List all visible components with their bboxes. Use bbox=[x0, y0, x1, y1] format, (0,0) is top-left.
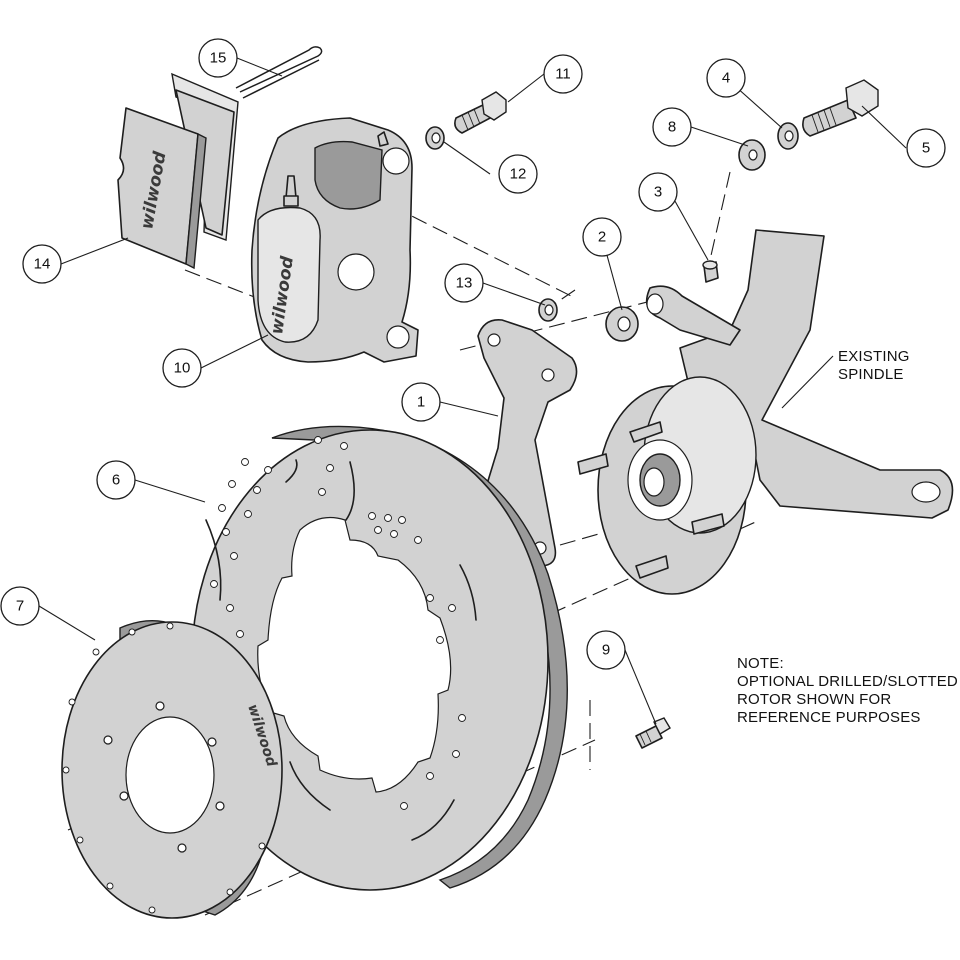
cotter-pin bbox=[235, 46, 323, 99]
rotor-hat: wilwood bbox=[61, 620, 283, 919]
spacer-2 bbox=[605, 306, 639, 342]
rotor-note: NOTE: OPTIONAL DRILLED/SLOTTED ROTOR SHO… bbox=[737, 655, 958, 727]
svg-text:9: 9 bbox=[602, 642, 610, 659]
callout-7: 7 bbox=[0, 586, 40, 626]
existing-spindle-label: EXISTING SPINDLE bbox=[838, 348, 910, 384]
svg-text:13: 13 bbox=[456, 275, 473, 292]
callout-14: 14 bbox=[22, 244, 62, 284]
svg-text:2: 2 bbox=[598, 229, 606, 246]
svg-text:8: 8 bbox=[668, 119, 676, 136]
callout-10: 10 bbox=[162, 348, 202, 388]
svg-text:10: 10 bbox=[174, 360, 191, 377]
callout-1: 1 bbox=[401, 382, 441, 422]
note-line-2: OPTIONAL DRILLED/SLOTTED bbox=[737, 673, 958, 690]
brake-pad-front: wilwood bbox=[117, 107, 207, 270]
callout-5: 5 bbox=[906, 128, 946, 168]
svg-text:4: 4 bbox=[722, 70, 730, 87]
callout-12: 12 bbox=[498, 154, 538, 194]
callout-9: 9 bbox=[586, 630, 626, 670]
svg-text:15: 15 bbox=[210, 50, 227, 67]
rotor-drill-holes bbox=[210, 436, 466, 810]
callout-6: 6 bbox=[96, 460, 136, 500]
svg-text:5: 5 bbox=[922, 140, 930, 157]
rotor-slots bbox=[205, 459, 477, 841]
note-line-4: REFERENCE PURPOSES bbox=[737, 709, 921, 726]
spindle-label-line-1: EXISTING bbox=[838, 348, 910, 365]
callout-3: 3 bbox=[638, 172, 678, 212]
svg-text:7: 7 bbox=[16, 598, 24, 615]
svg-text:6: 6 bbox=[112, 472, 120, 489]
callout-13: 13 bbox=[444, 263, 484, 303]
washer-13 bbox=[538, 298, 558, 322]
svg-text:11: 11 bbox=[555, 66, 571, 83]
hat-bolt-holes bbox=[103, 701, 225, 853]
washer-8 bbox=[738, 139, 766, 171]
hat-screw bbox=[635, 717, 671, 749]
callout-11: 11 bbox=[543, 54, 583, 94]
wheel-hub bbox=[577, 376, 757, 595]
caliper: wilwood bbox=[250, 117, 419, 363]
callout-4: 4 bbox=[706, 58, 746, 98]
note-heading: NOTE: bbox=[737, 655, 784, 672]
caliper-bolt bbox=[454, 91, 507, 134]
svg-text:14: 14 bbox=[34, 256, 51, 273]
bushing-3 bbox=[702, 260, 719, 283]
wheel-studs bbox=[577, 421, 725, 579]
washer-4 bbox=[777, 122, 799, 150]
svg-text:1: 1 bbox=[417, 394, 425, 411]
svg-text:12: 12 bbox=[510, 166, 527, 183]
leader-lines bbox=[38, 57, 907, 725]
spindle-label-line-2: SPINDLE bbox=[838, 366, 904, 383]
callout-2: 2 bbox=[582, 217, 622, 257]
note-line-3: ROTOR SHOWN FOR bbox=[737, 691, 892, 708]
brake-pad-rear bbox=[171, 72, 239, 241]
bolt-5 bbox=[802, 79, 879, 137]
callout-15: 15 bbox=[198, 38, 238, 78]
hat-rim-holes bbox=[62, 622, 266, 914]
washer-12 bbox=[425, 126, 445, 150]
callout-8: 8 bbox=[652, 107, 692, 147]
svg-text:3: 3 bbox=[654, 184, 662, 201]
